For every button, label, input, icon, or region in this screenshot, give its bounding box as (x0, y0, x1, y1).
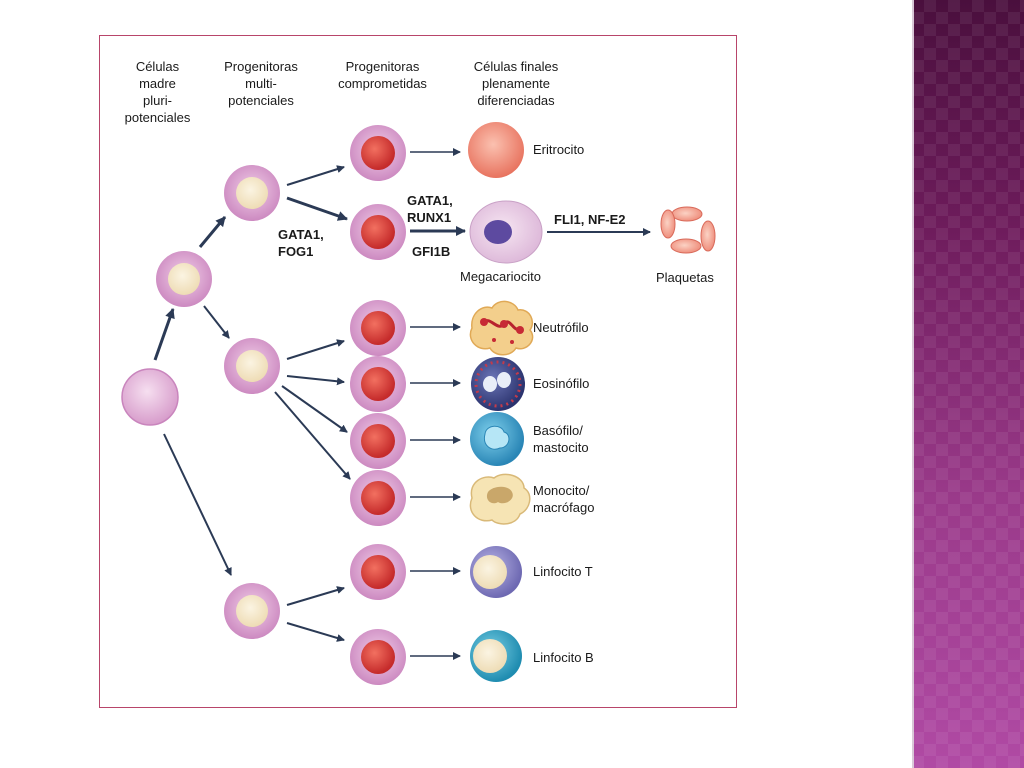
factor-gata1-runx1: GATA1, RUNX1 (407, 193, 453, 225)
decorative-side-band (912, 0, 1024, 768)
multipotent-progenitor-gmp (224, 338, 280, 394)
arrow-stem-to-clp (163, 433, 232, 576)
stem-cell (121, 368, 179, 426)
label-plaquetas: Plaquetas (656, 270, 714, 285)
platelets (660, 206, 716, 254)
committed-progenitor-b (350, 629, 406, 685)
committed-progenitor-neutrophil (350, 300, 406, 356)
header-differentiated: Células finales plenamente diferenciadas (473, 59, 559, 108)
label-eritrocito: Eritrocito (533, 142, 585, 157)
multipotent-progenitor-top (156, 251, 212, 307)
side-band-pattern (912, 0, 1024, 768)
hematopoiesis-diagram: Células madre pluri- potenciales Progeni… (99, 35, 737, 708)
diagram-canvas (121, 122, 716, 685)
committed-progenitor-eosinophil (350, 356, 406, 412)
lineage-arrows (153, 148, 651, 660)
erythrocyte-cell (468, 122, 524, 178)
label-linfocito-t: Linfocito T (533, 564, 593, 579)
label-megacariocito: Megacariocito (460, 269, 541, 284)
header-pluripotent: Células madre pluri- potenciales (124, 59, 191, 125)
neutrophil-cell (469, 300, 534, 356)
arrow-stem-to-multi-top (153, 308, 175, 361)
label-neutrofilo: Neutrófilo (533, 320, 589, 335)
arrow-gmp-to-baso (281, 385, 348, 433)
committed-progenitors (350, 125, 406, 685)
committed-progenitor-erythroid (350, 125, 406, 181)
committed-progenitor-monocyte (350, 470, 406, 526)
arrow-multi-to-mep (198, 216, 227, 248)
committed-progenitor-t (350, 544, 406, 600)
lymphocyte-t-cell (470, 546, 522, 598)
lymphocyte-b-cell (470, 630, 522, 682)
header-committed: Progenitoras comprometidas (338, 59, 427, 91)
side-band-edge (912, 0, 914, 768)
megakaryocyte-cell (469, 200, 543, 264)
label-basofilo: Basófilo/ mastocito (533, 423, 589, 455)
arrow-mep-to-ery-progenitor (286, 165, 345, 186)
label-linfocito-b: Linfocito B (533, 650, 594, 665)
monocyte-cell (469, 473, 531, 525)
committed-progenitor-megakaryocyte (350, 204, 406, 260)
arrow-multi-to-gmp (203, 305, 230, 339)
eosinophil-cell (471, 357, 525, 411)
arrow-clp-to-t (286, 586, 345, 606)
multipotent-progenitor-mep (224, 165, 280, 221)
multipotent-progenitor-clp (224, 583, 280, 639)
label-eosinofilo: Eosinófilo (533, 376, 590, 391)
basophil-cell (470, 412, 524, 466)
factor-fli1-nfe2: FLI1, NF-E2 (554, 212, 626, 227)
arrow-gmp-to-neutro (286, 339, 345, 360)
arrow-clp-to-b (286, 622, 345, 642)
label-monocito: Monocito/ macrófago (533, 483, 595, 515)
arrow-gmp-to-mono (274, 391, 351, 480)
factor-gfi1b: GFI1B (412, 244, 451, 259)
header-multipotent: Progenitoras multi- potenciales (224, 59, 298, 108)
factor-gata1-fog1: GATA1, FOG1 (278, 227, 324, 259)
arrow-mep-to-mk-progenitor (286, 196, 348, 221)
arrow-gmp-to-eosino (286, 375, 345, 386)
committed-progenitor-basophil (350, 413, 406, 469)
